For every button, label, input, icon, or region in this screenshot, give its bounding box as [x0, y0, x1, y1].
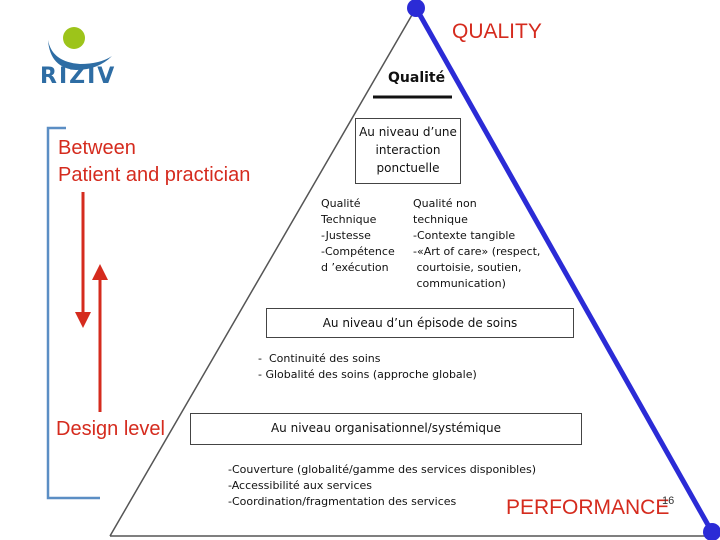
axis-top-dot	[407, 0, 425, 17]
arrow-up-head	[92, 264, 108, 280]
quality-performance-axis	[413, 6, 715, 534]
organisational-level-box: Au niveau organisationnel/systémique	[190, 413, 582, 445]
left-bracket	[46, 126, 100, 500]
organisational-list: -Couverture (globalité/gamme des service…	[228, 463, 537, 508]
between-label: Between Patient and practician	[58, 137, 251, 186]
design-level-label: Design level	[56, 418, 165, 440]
non-technical-quality-list: Qualité non technique -Contexte tangible…	[413, 197, 541, 290]
pyramid-title: Qualité	[388, 70, 446, 86]
care-episode-list: - Continuité des soins - Globalité des s…	[258, 352, 477, 381]
performance-label: PERFORMANCE	[506, 496, 670, 519]
arrow-down-head	[75, 312, 91, 328]
care-episode-box: Au niveau d’un épisode de soins	[266, 308, 574, 338]
page-number: 16	[662, 495, 675, 507]
riziv-logo	[48, 27, 112, 70]
interaction-level-box: Au niveau d’une interaction ponctuelle	[355, 118, 461, 184]
logo-text: RIZIV	[40, 64, 117, 89]
axis-bottom-dot	[703, 523, 720, 540]
technical-quality-list: Qualité Technique -Justesse -Compétence …	[321, 197, 395, 274]
quality-label: QUALITY	[452, 20, 542, 43]
pyramid-left-edge	[109, 7, 417, 537]
